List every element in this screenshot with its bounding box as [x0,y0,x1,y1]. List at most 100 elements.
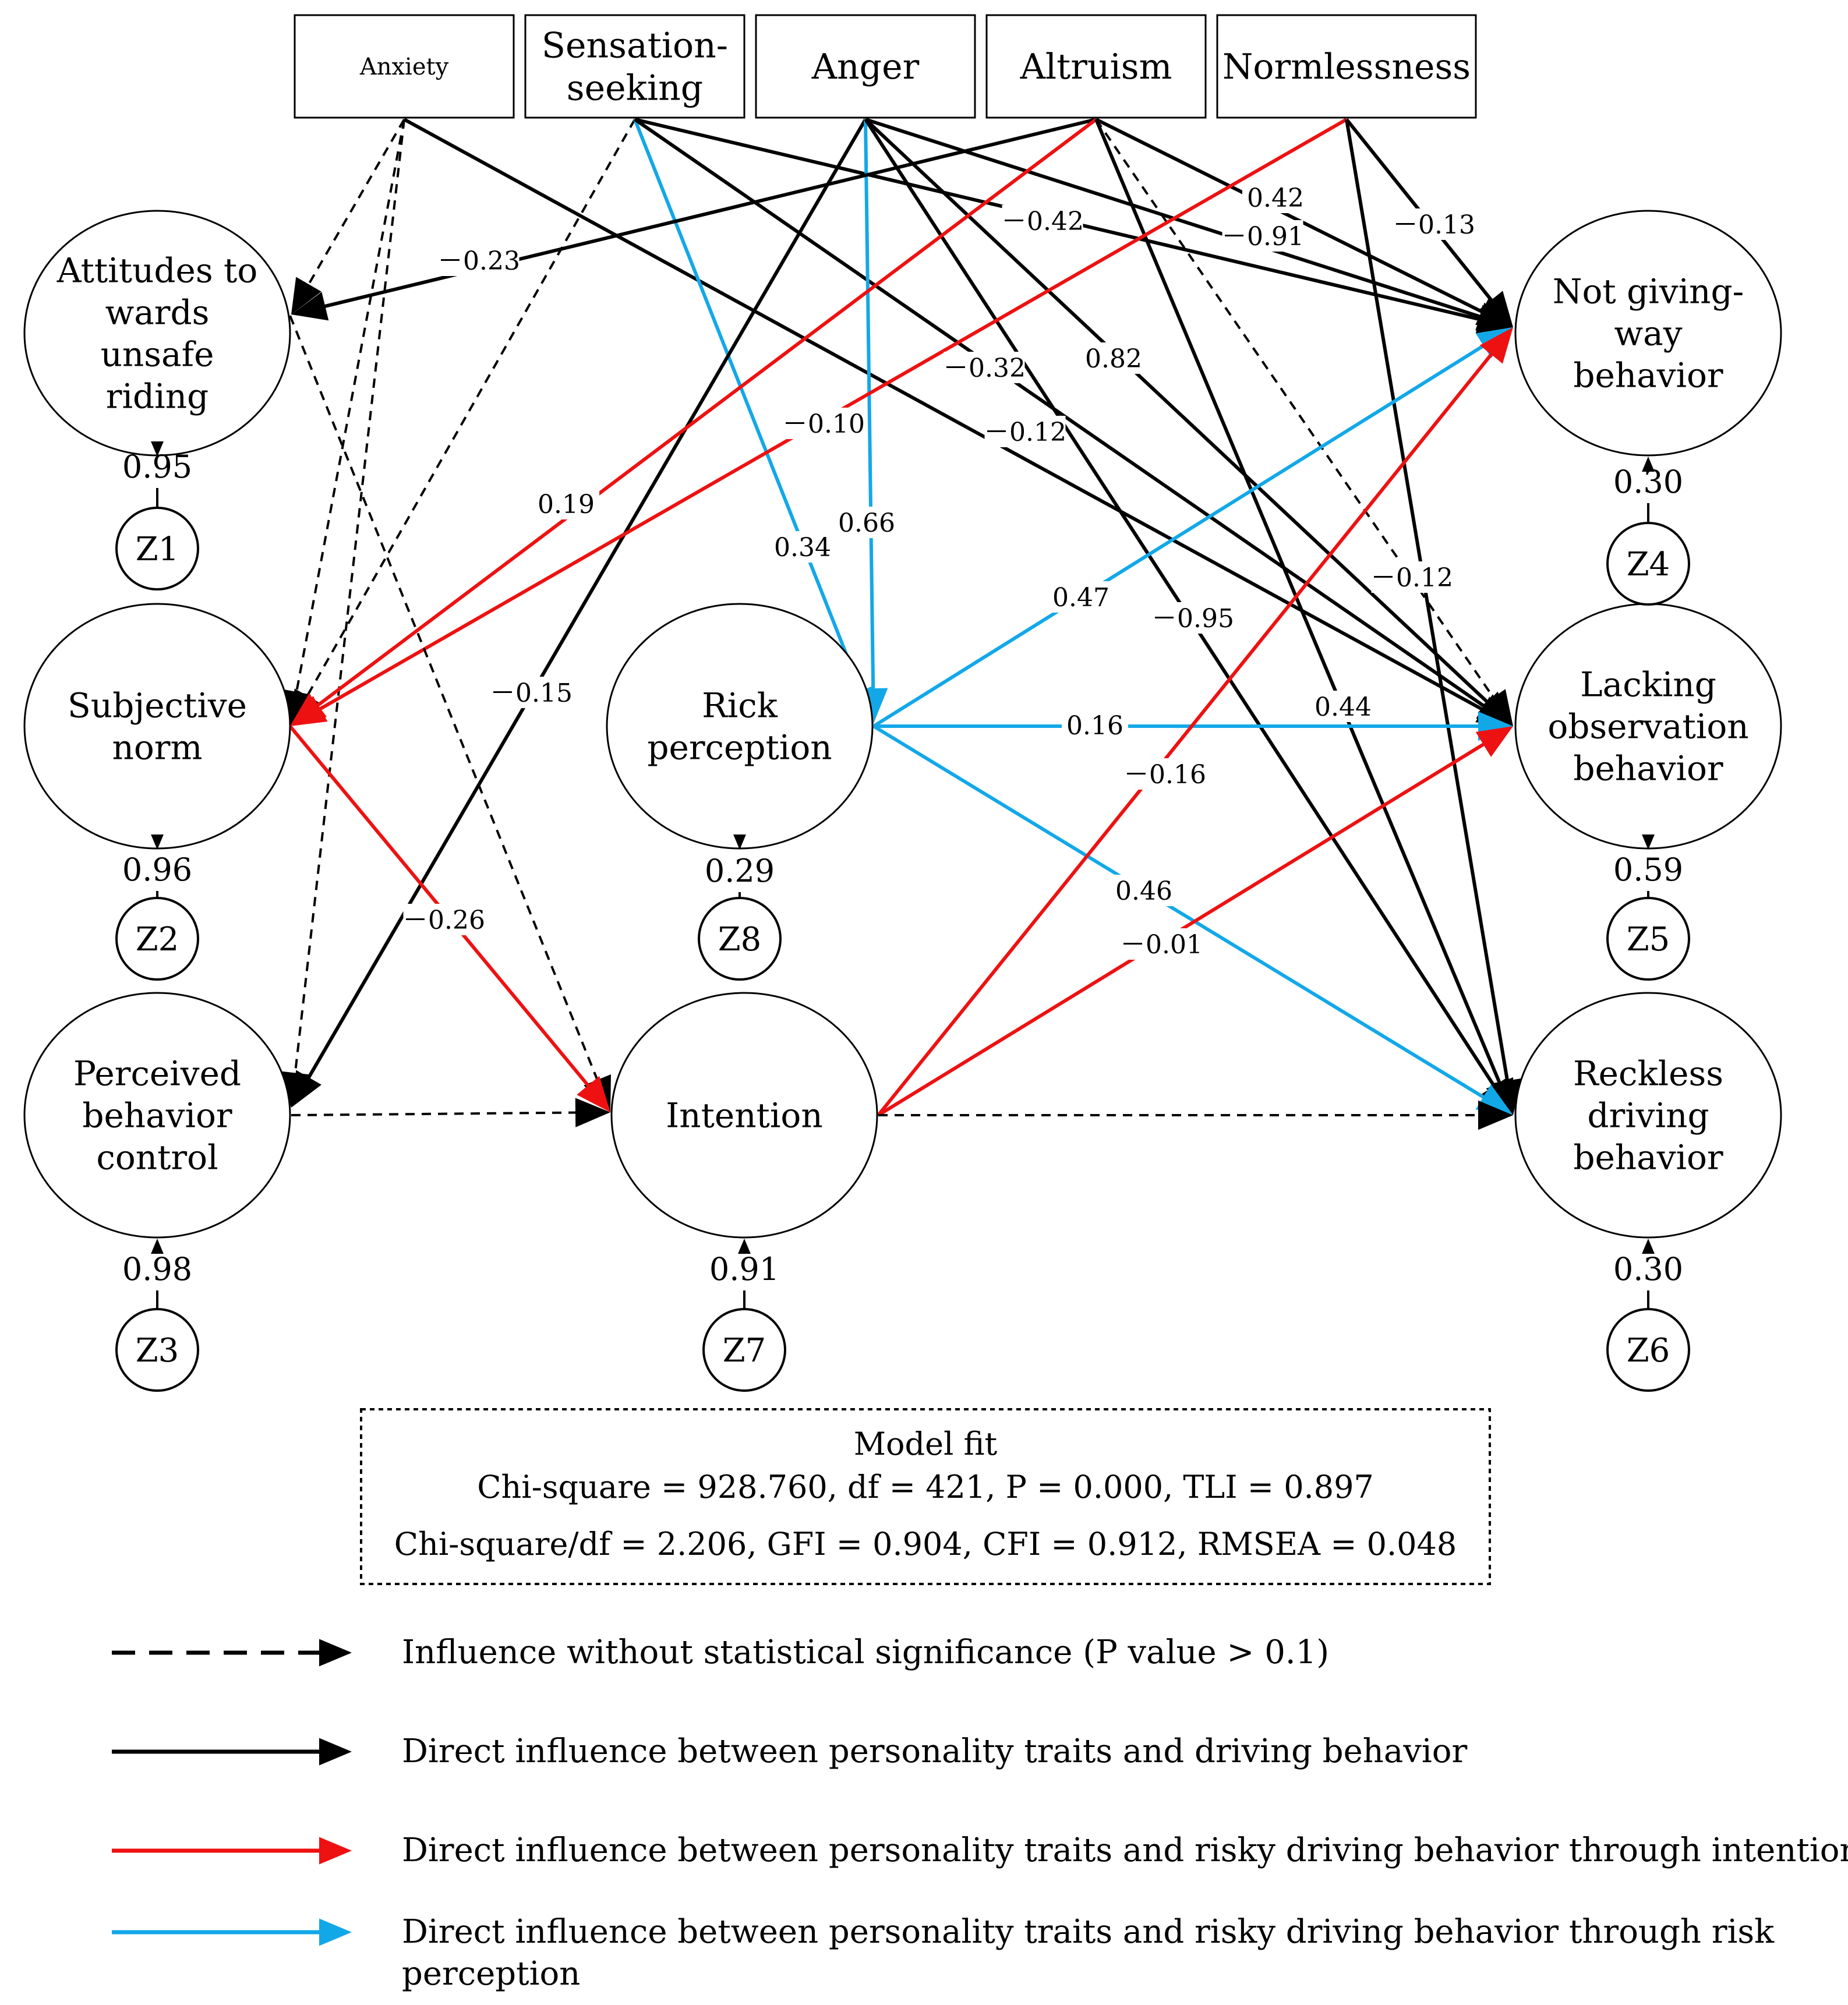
coef-risk-to-notgiving-text: 0.47 [1052,583,1109,613]
trait-label-anxiety-0: Anxiety [359,54,449,80]
path-anxiety-to-subjective-line [295,119,405,694]
trait-label-normlessness-0: Normlessness [1222,47,1471,87]
coef-anger-to-risk: 0.66 [833,507,900,538]
path-pbc-to-intention-arrowhead [575,1098,610,1127]
path-anger-to-risk-line [864,119,875,690]
coef-sensation-to-lacking-text: －0.32 [943,353,1026,383]
construct-pbc-shape [23,992,291,1239]
error-arrow-z1 [151,441,164,457]
construct-label-lacking-1: observation [1547,706,1748,746]
coef-normlessness-to-notgiving-text: －0.13 [1393,210,1475,240]
path-anxiety-to-lacking [403,118,1513,726]
legend-label-2-0: Direct influence between personality tra… [402,1732,1468,1770]
coef-altruism-to-subjective-bg [533,488,599,519]
error-arrow-z8-arrowhead [733,834,746,850]
path-anxiety-to-subjective [282,119,405,726]
path-intention-to-notgiving-line [877,352,1493,1116]
trait-box-sensation-frame [524,14,745,119]
coef-intention-to-notgiving-text: －0.16 [1123,760,1206,790]
path-altruism-to-subjective-line [316,118,1097,708]
construct-attitudes-shape [23,210,291,457]
coef-intention-to-notgiving-bg [1124,758,1206,790]
path-subjective-to-intention-arrowhead [577,1076,610,1112]
path-normlessness-to-subjective-arrowhead [290,696,328,726]
coef-risk-to-reckless: 0.46 [1111,875,1177,906]
trait-box-normlessness-frame [1216,14,1477,119]
error-arrow-z8 [733,834,746,850]
coef-anger-to-lacking-bg [1080,342,1147,374]
coef-anxiety-to-lacking-text: －0.12 [984,418,1066,447]
construct-label-attitudes-2: unsafe [101,334,214,374]
construct-label-subjective-0: Subjective [68,685,247,725]
construct-label-pbc-0: Perceived [73,1053,241,1093]
coef-altruism-to-subjective: 0.19 [533,488,599,519]
model-fit-line1: Chi-square = 928.760, df = 421, P = 0.00… [477,1469,1374,1505]
coef-altruism-to-reckless-text: 0.44 [1315,692,1372,722]
error-label-z1: Z1 [136,531,179,568]
coef-altruism-to-lacking: －0.12 [1370,561,1453,593]
legend-arrow-4-arrowhead [319,1918,352,1946]
construct-reckless-shape [1514,992,1782,1239]
coef-anger-to-pbc-text: －0.15 [490,678,573,708]
coef-sensation-to-notgiving-text: －0.42 [1001,207,1084,236]
coef-sensation-to-lacking-bg [944,352,1025,383]
model-fit-title: Model fit [854,1426,998,1462]
coef-altruism-to-notgiving-bg [1242,182,1309,213]
error-label-z8: Z8 [718,921,762,959]
coef-risk-to-notgiving: 0.47 [1048,581,1114,613]
path-intention-to-reckless [878,1100,1513,1130]
construct-label-notgiving-1: way [1614,313,1683,353]
construct-label-risk-1: perception [647,727,832,767]
coef-altruism-to-notgiving: 0.42 [1242,182,1309,213]
error-circle-z3 [115,1308,199,1392]
trait-box-altruism: Altruism [985,14,1207,119]
path-anxiety-to-pbc [280,119,405,1108]
coef-altruism-to-reckless-bg [1310,691,1376,722]
path-anger-to-pbc-arrowhead [291,1070,321,1108]
path-sensation-to-subjective-line [305,119,636,698]
coef-risk-to-lacking: 0.16 [1062,709,1128,741]
construct-intention: Intention [610,992,878,1239]
legend-label-4-0: Direct influence between personality tra… [402,1913,1775,1951]
path-sensation-to-risk-line [633,118,863,693]
legend-item-3: Direct influence between personality tra… [112,1831,1848,1869]
coef-sensation-to-risk: 0.34 [769,531,836,563]
trait-box-normlessness: Normlessness [1216,14,1477,119]
path-altruism-to-lacking [1095,118,1513,726]
construct-label-attitudes-3: riding [106,376,209,416]
coef-anger-to-lacking-text: 0.82 [1085,344,1142,374]
error-label-z6: Z6 [1627,1332,1670,1370]
error-arrow-z5 [1642,834,1655,850]
coef-anxiety-to-lacking-bg [984,416,1066,447]
construct-label-attitudes-1: wards [105,292,210,332]
coef-anger-to-notgiving: －0.91 [1221,220,1304,252]
coef-subjective-to-intention: －0.26 [402,904,485,935]
path-normlessness-to-reckless-arrowhead [1493,1078,1522,1115]
coef-risk-to-lacking-bg [1062,709,1128,741]
coef-anger-to-notgiving-bg [1222,220,1303,252]
coef-intention-to-notgiving: －0.16 [1123,758,1206,790]
path-intention-to-lacking-arrowhead [1475,726,1513,757]
error-arrow-z4 [1642,457,1655,472]
coef-anxiety-to-lacking: －0.12 [984,416,1066,447]
coef-risk-to-reckless-bg [1111,875,1177,906]
construct-label-attitudes-0: Attitudes to [56,250,258,290]
coef-altruism-to-attitudes: －0.23 [437,245,520,276]
coef-sensation-to-lacking: －0.32 [943,352,1026,383]
error-arrow-z2-arrowhead [151,834,164,850]
error-variance-z7: 0.91 [709,1251,779,1288]
path-anxiety-to-lacking-line [403,118,1485,712]
coef-risk-to-reckless-text: 0.46 [1115,876,1172,906]
error-label-z3: Z3 [136,1332,179,1370]
